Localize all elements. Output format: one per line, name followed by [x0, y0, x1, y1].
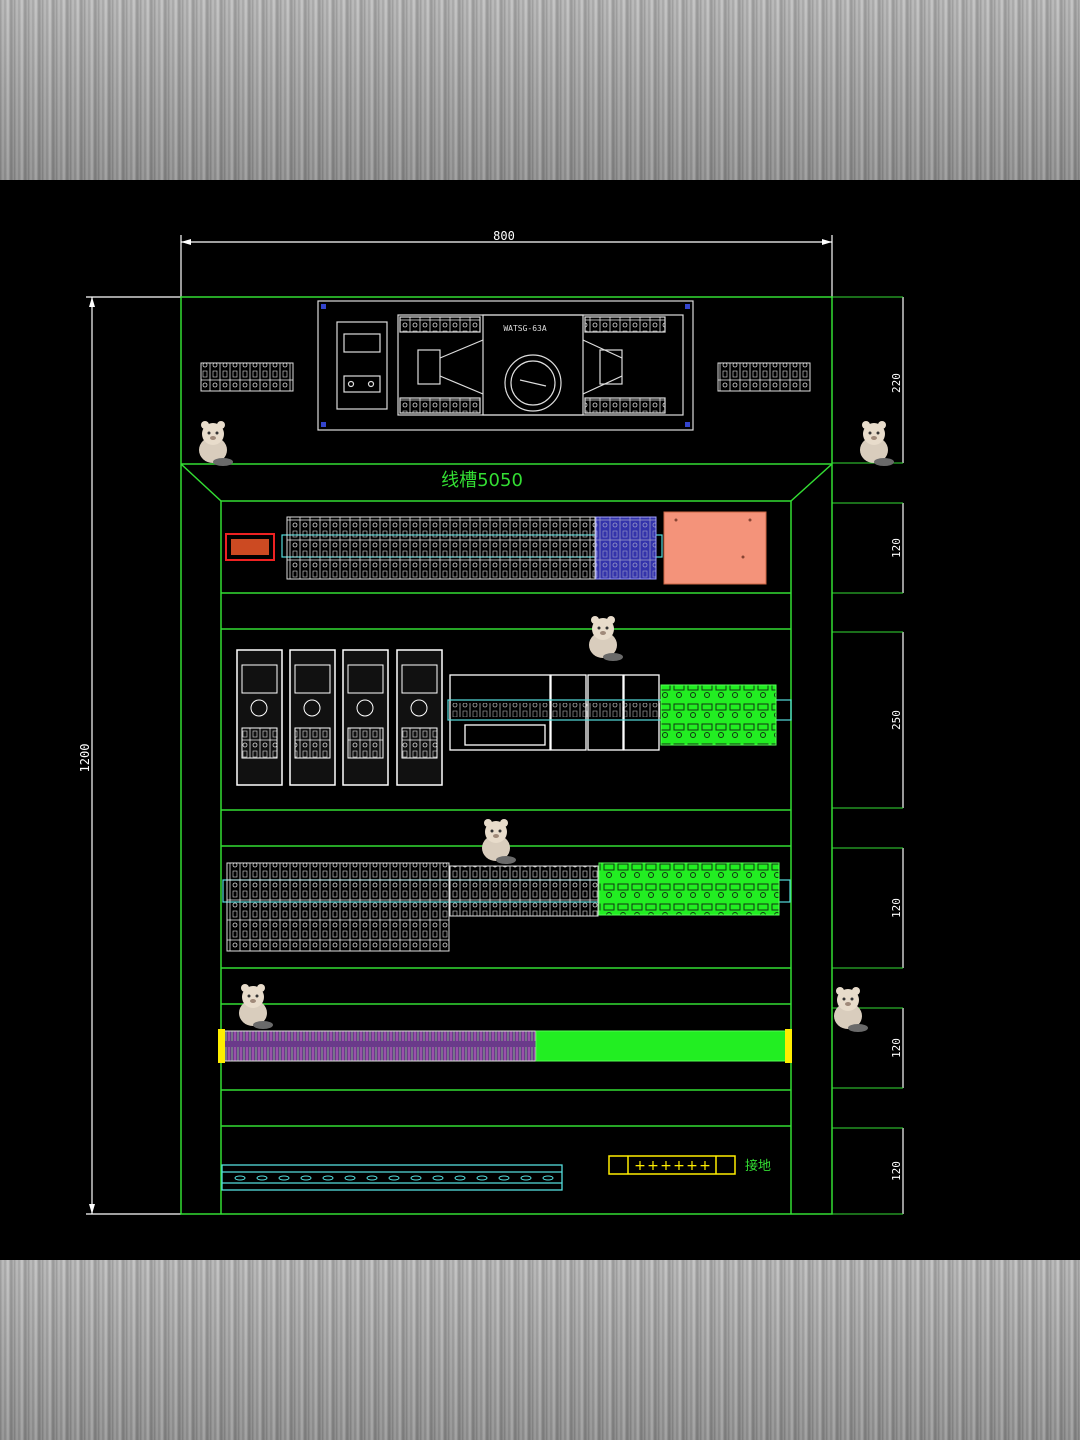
din-rail-section3 — [447, 699, 792, 721]
dimension-lines — [86, 235, 904, 1215]
overall-width-label: 800 — [493, 229, 515, 243]
din-rail-slots — [234, 1175, 554, 1181]
green-terminal-strip-1 — [660, 684, 777, 746]
small-relays — [449, 865, 599, 917]
din-rail-bottom — [221, 1164, 563, 1191]
ats-assembly — [317, 300, 694, 431]
svg-text:+: + — [660, 1158, 672, 1174]
svg-text:+: + — [673, 1158, 685, 1174]
plc-module — [663, 511, 767, 585]
small-red-breaker — [225, 533, 275, 561]
trunking-label: 线槽5050 — [441, 470, 523, 491]
terminal-bar-mixed — [221, 1030, 537, 1062]
overall-height-label: 1200 — [78, 744, 92, 773]
section-height-6: 120 — [890, 1161, 903, 1181]
svg-text:+: + — [686, 1158, 698, 1174]
section-height-1: 220 — [890, 373, 903, 393]
svg-text:+: + — [699, 1158, 711, 1174]
ground-label: 接地 — [745, 1158, 771, 1174]
brushed-metal-bottom-band — [0, 1260, 1080, 1440]
terminal-block-left — [200, 362, 294, 392]
relay-row — [226, 862, 450, 952]
terminal-bar-green — [535, 1030, 789, 1062]
svg-text:+: + — [634, 1158, 646, 1174]
ground-bar — [608, 1155, 736, 1175]
svg-text:+: + — [647, 1158, 659, 1174]
cad-drawing-canvas: 800 1200 220 120 250 120 120 120 — [0, 180, 1080, 1260]
ground-bar-studs: +++ +++ — [634, 1158, 711, 1174]
atse-corner-marks — [321, 304, 690, 427]
atse-model-label: WATSG-63A — [503, 324, 547, 333]
breaker-row — [286, 516, 596, 580]
section-height-4: 120 — [890, 898, 903, 918]
section-height-3: 250 — [890, 710, 903, 730]
brushed-metal-top-band — [0, 0, 1080, 180]
terminal-block-right — [717, 362, 811, 392]
variable-frequency-drives — [236, 649, 443, 786]
section-height-5: 120 — [890, 1038, 903, 1058]
section-height-2: 120 — [890, 538, 903, 558]
green-terminal-strip-2 — [598, 862, 780, 916]
